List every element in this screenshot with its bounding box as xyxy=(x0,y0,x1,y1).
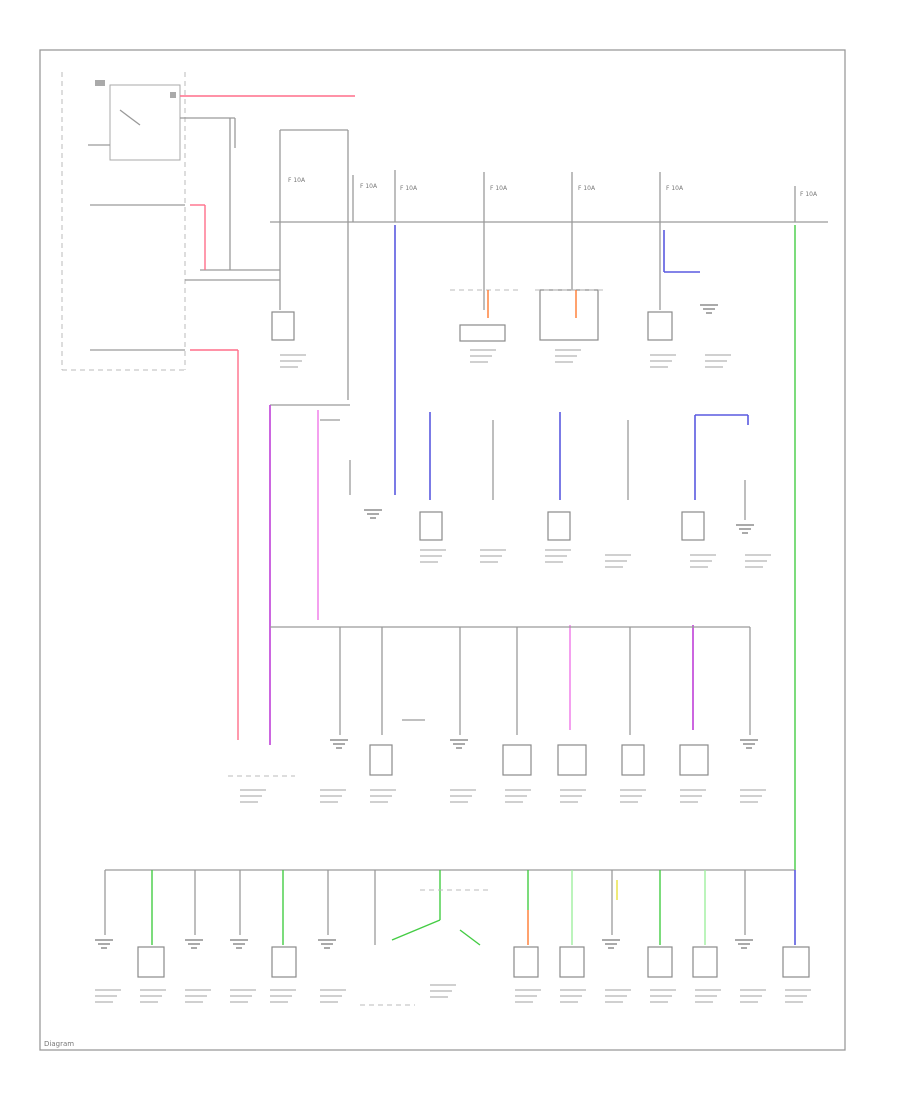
bottom-components xyxy=(137,889,810,1006)
secondary-drops xyxy=(339,627,751,735)
fuse-row: F 10A F 10A F 10A F 10A F 10A F 10A F 10… xyxy=(288,170,818,222)
fuse-label: F 10A xyxy=(400,185,418,192)
fuse-label: F 10A xyxy=(666,185,684,192)
label-ticks xyxy=(95,349,811,1003)
fuse-label: F 10A xyxy=(360,183,378,190)
fuse-label: F 10A xyxy=(490,185,508,192)
middle-components xyxy=(320,419,746,541)
fuse-label: F 10A xyxy=(578,185,596,192)
upper-components xyxy=(271,222,673,342)
fuse-label: F 10A xyxy=(800,191,818,198)
lower-components xyxy=(228,719,709,777)
bottom-drops xyxy=(104,870,746,945)
ground-symbols xyxy=(95,304,758,949)
diagram-frame xyxy=(39,49,846,1051)
power-distribution-box xyxy=(61,72,280,371)
footer-label: Diagram xyxy=(44,1040,74,1048)
fuse-label: F 10A xyxy=(288,177,306,184)
